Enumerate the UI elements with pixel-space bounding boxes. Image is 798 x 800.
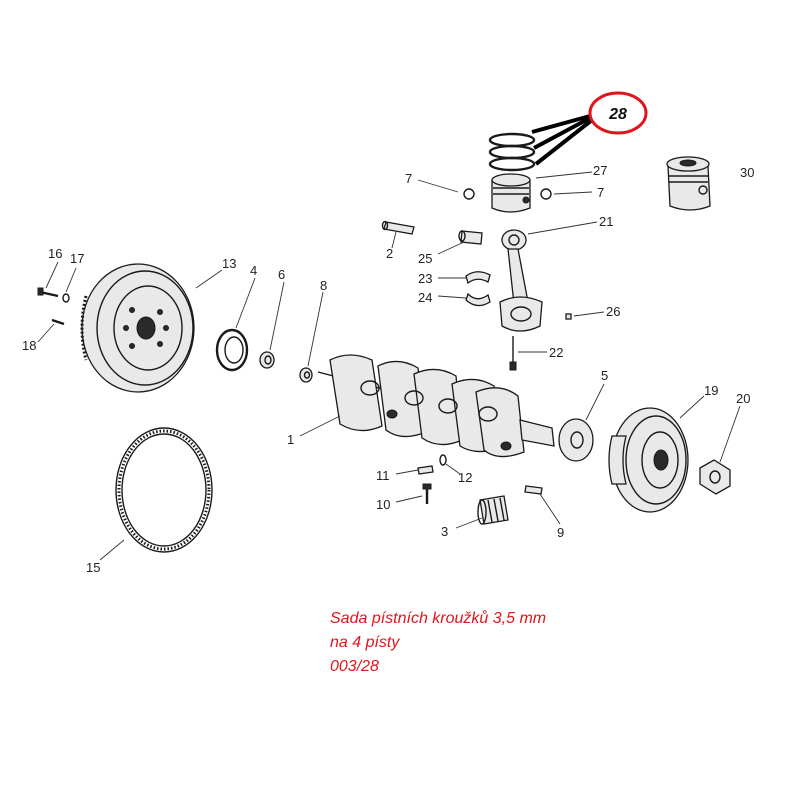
crankshaft: [317, 354, 555, 458]
label-24: 24: [418, 290, 432, 305]
piston-pin: [381, 220, 415, 235]
piston-rings: [488, 132, 536, 172]
woodruff-key: [524, 485, 543, 495]
caption-line-2: na 4 písty: [330, 634, 400, 651]
spacer-ring: [299, 367, 313, 383]
label-16: 16: [48, 246, 62, 261]
label-11: 11: [376, 468, 390, 483]
leader-lines: [37, 171, 741, 561]
label-1: 1: [287, 432, 294, 447]
caption-line-1: Sada pístních kroužků 3,5 mm: [330, 610, 547, 627]
label-19: 19: [704, 383, 718, 398]
plug: [417, 465, 434, 475]
lock-washer: [62, 293, 70, 303]
highlight-pointers: [531, 114, 594, 166]
thrust-washer: [558, 418, 594, 462]
label-23: 23: [418, 271, 432, 286]
screw: [422, 483, 432, 504]
label-13: 13: [222, 256, 236, 271]
label-18: 18: [22, 338, 36, 353]
label-10: 10: [376, 497, 390, 512]
piston: [491, 173, 531, 213]
sealing-plug: [439, 454, 447, 466]
small-end-bushing: [458, 230, 483, 245]
label-20: 20: [736, 391, 750, 406]
label-2: 2: [386, 246, 393, 261]
caption-line-3: 003/28: [330, 658, 379, 675]
label-6: 6: [278, 267, 285, 282]
label-7-left: 7: [405, 171, 412, 186]
label-17: 17: [70, 251, 84, 266]
label-25: 25: [418, 251, 432, 266]
label-15: 15: [86, 560, 100, 575]
label-7-right: 7: [597, 185, 604, 200]
label-21: 21: [599, 214, 613, 229]
piston-assembly: [666, 156, 711, 211]
flywheel: [80, 263, 195, 393]
label-5: 5: [601, 368, 608, 383]
label-26: 26: [606, 304, 620, 319]
label-8: 8: [320, 278, 327, 293]
highlight-circle: 28: [588, 91, 648, 135]
circlip-left: [463, 188, 475, 200]
dowel-pin: [51, 318, 65, 326]
rod-nut: [565, 313, 572, 320]
label-9: 9: [557, 525, 564, 540]
highlight-label: 28: [608, 106, 627, 123]
ring-gear: [115, 427, 213, 553]
bearing-shell-upper: [465, 271, 491, 285]
label-22: 22: [549, 345, 563, 360]
pulley-nut: [699, 459, 731, 495]
rod-bolt: [509, 336, 517, 371]
label-12: 12: [458, 470, 472, 485]
crank-pulley: [608, 407, 689, 513]
circlip-right: [540, 188, 552, 200]
label-4: 4: [250, 263, 257, 278]
label-27: 27: [593, 163, 607, 178]
needle-bearing: [477, 495, 509, 525]
flywheel-bolt: [37, 287, 59, 298]
part-labels: 7 7 27 30 2 21 25 23 24 26 22 16 17 18 1…: [22, 163, 754, 575]
label-3: 3: [441, 524, 448, 539]
bearing-shell-lower: [465, 292, 491, 307]
pilot-bearing: [259, 351, 275, 369]
label-30: 30: [740, 165, 754, 180]
rear-seal: [215, 328, 249, 372]
connecting-rod: [499, 229, 543, 332]
